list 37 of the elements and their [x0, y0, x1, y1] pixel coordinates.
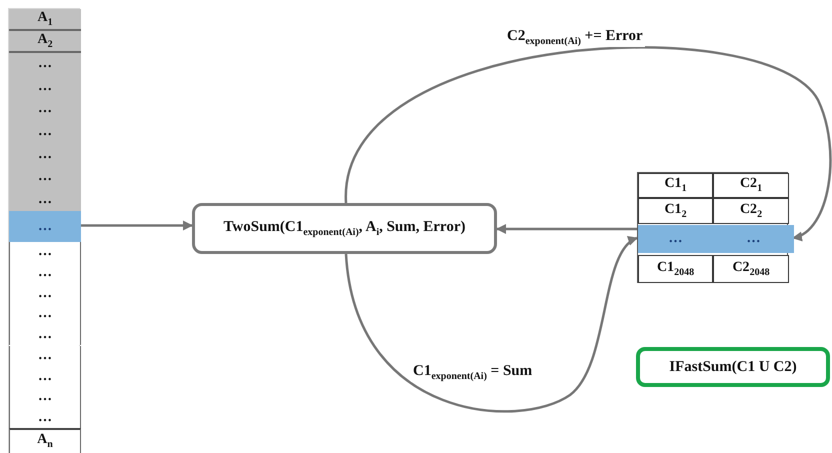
array-cell: …	[9, 143, 81, 166]
arrow	[344, 236, 638, 412]
result-box: IFastSum(C1 U C2)	[636, 347, 830, 387]
table-cell: C2$_{2}$	[713, 198, 789, 224]
array-cell: …	[9, 188, 81, 212]
edge-label: C1$_{exponent(Ai)}$ = Sum	[411, 363, 534, 382]
table-cell: C1$_{2048}$	[638, 255, 713, 283]
table-cell: …	[9, 324, 81, 346]
array-cell: A$_{1}$	[9, 9, 81, 31]
table-cell: C2$_{2048}$	[713, 255, 789, 283]
table-cell: C1$_{2}$	[638, 198, 713, 224]
array-column	[8, 8, 80, 453]
table-cell: …	[9, 346, 81, 366]
arrow	[496, 224, 637, 234]
array-cell: A$_{2}$	[9, 31, 81, 53]
table-cell: C1$_{1}$	[638, 173, 713, 198]
highlighted-cell: …	[713, 225, 794, 253]
edge-label: C2$_{exponent(Ai)}$ += Error	[505, 28, 645, 47]
table-cell: A$_{n}$	[9, 428, 81, 453]
array-cell: …	[9, 98, 81, 121]
array-cell: …	[9, 120, 81, 144]
arrow	[80, 220, 193, 230]
table-cell: …	[9, 366, 81, 387]
table-cell: …	[9, 408, 81, 428]
table-cell: …	[9, 304, 81, 325]
highlighted-cell: …	[9, 211, 81, 242]
table-cell: …	[9, 283, 81, 304]
highlighted-cell: …	[638, 225, 713, 253]
table-cell: C2$_{1}$	[713, 173, 789, 198]
array-cell: …	[9, 166, 81, 189]
arrow	[344, 46, 832, 240]
array-cell: …	[9, 53, 81, 76]
table-cell: …	[9, 242, 81, 263]
process-box: TwoSum(C1$_{exponent(Ai)}$, A$_{i}$, Sum, Error)	[192, 203, 497, 254]
array-cell: …	[9, 76, 81, 98]
table-cell: …	[9, 262, 81, 284]
table-cell: …	[9, 386, 81, 408]
